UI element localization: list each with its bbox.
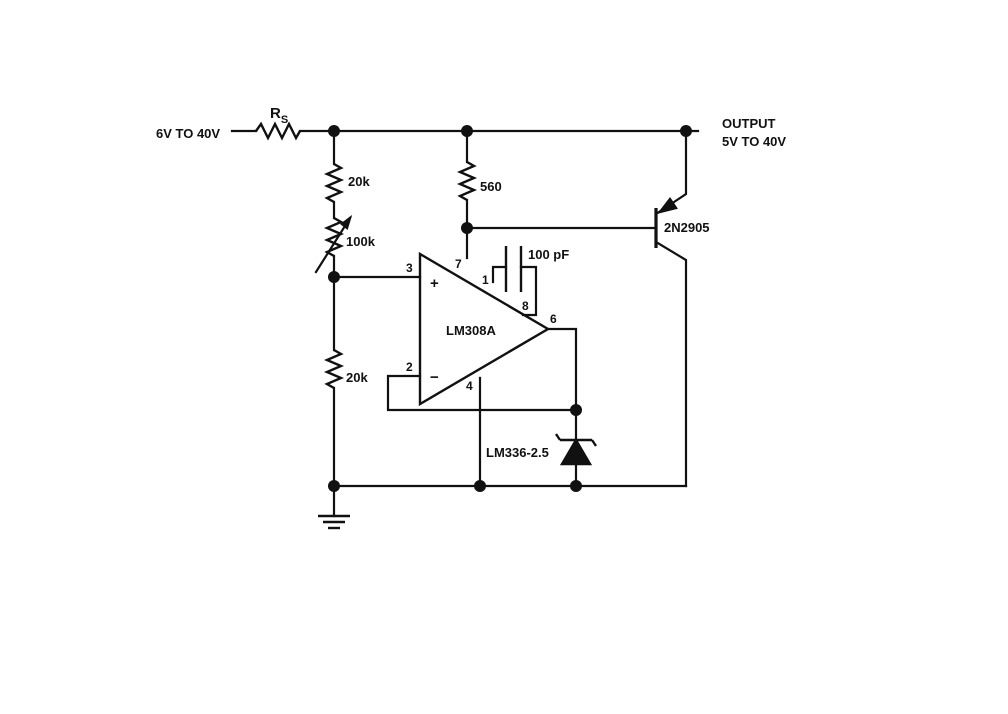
opamp-plus-sign: + xyxy=(430,275,439,292)
zener-label: LM336-2.5 xyxy=(486,445,549,460)
pin1-wire xyxy=(491,265,508,284)
resistor-20k-upper-label: 20k xyxy=(348,174,370,189)
zener-bend-left xyxy=(555,433,561,441)
resistor-560 xyxy=(456,160,478,202)
opamp-triangle xyxy=(418,251,551,407)
capacitor-label: 100 pF xyxy=(528,247,569,262)
emitter-arrow xyxy=(656,196,678,215)
junction-dot xyxy=(570,480,582,492)
opamp-label: LM308A xyxy=(446,323,496,338)
junction-dot xyxy=(461,222,473,234)
junction-dot xyxy=(680,125,692,137)
input-voltage-label: 6V TO 40V xyxy=(156,126,220,141)
junction-dot xyxy=(328,125,340,137)
pin-label-8: 8 xyxy=(522,299,529,313)
junction-dot xyxy=(570,404,582,416)
junction-dot xyxy=(474,480,486,492)
resistor-20k-lower xyxy=(323,348,345,390)
potentiometer-label: 100k xyxy=(346,234,376,249)
transistor-collector-lead xyxy=(654,240,688,488)
pin8-wire xyxy=(519,265,538,317)
pin-label-6: 6 xyxy=(550,312,557,326)
resistor-20k-lower-label: 20k xyxy=(346,370,368,385)
rs-label: RS xyxy=(270,105,288,126)
pin-label-2: 2 xyxy=(406,360,413,374)
resistor-560-label: 560 xyxy=(480,179,502,194)
pot-adjust-arrow-head xyxy=(340,214,353,231)
pin-label-7: 7 xyxy=(455,257,462,271)
opamp-minus-sign: − xyxy=(430,369,439,386)
output-label-line2: 5V TO 40V xyxy=(722,134,786,149)
junction-dot xyxy=(328,271,340,283)
output-label-line1: OUTPUT xyxy=(722,116,776,131)
transistor-label: 2N2905 xyxy=(664,220,710,235)
rs-label-subscript: S xyxy=(281,114,288,126)
zener-bend-right xyxy=(591,439,597,447)
junction-dot xyxy=(328,480,340,492)
pin2-feedback-wire xyxy=(386,374,578,412)
pin-label-3: 3 xyxy=(406,261,413,275)
zener-body xyxy=(559,437,593,466)
rs-label-main: R xyxy=(270,105,281,122)
pin-label-4: 4 xyxy=(466,379,473,393)
junction-dot xyxy=(461,125,473,137)
pin-label-1: 1 xyxy=(482,273,489,287)
resistor-20k-upper xyxy=(323,162,345,204)
pin6-output-wire xyxy=(546,327,578,488)
resistor-rs xyxy=(255,121,302,141)
